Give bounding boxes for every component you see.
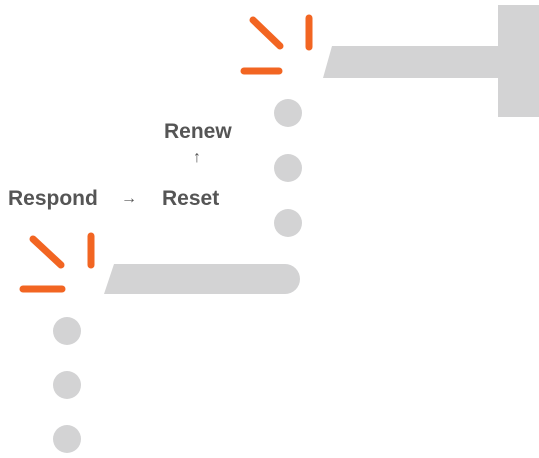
upper-dot-3 <box>274 209 302 237</box>
lower-burst-icon <box>19 232 95 293</box>
middle-bar <box>104 264 300 294</box>
respond-label: Respond <box>8 187 98 210</box>
right-arrow-icon: → <box>121 190 137 207</box>
upper-burst-icon <box>240 14 313 75</box>
lower-dot-3 <box>53 425 81 453</box>
renew-label: Renew <box>164 120 232 143</box>
upper-dot-2 <box>274 154 302 182</box>
big-right-arrow-icon <box>323 5 539 117</box>
up-arrow-icon: ↑ <box>193 149 201 166</box>
lower-dot-2 <box>53 371 81 399</box>
reset-label: Reset <box>162 187 220 210</box>
lower-dot-1 <box>53 317 81 345</box>
upper-dot-1 <box>274 99 302 127</box>
